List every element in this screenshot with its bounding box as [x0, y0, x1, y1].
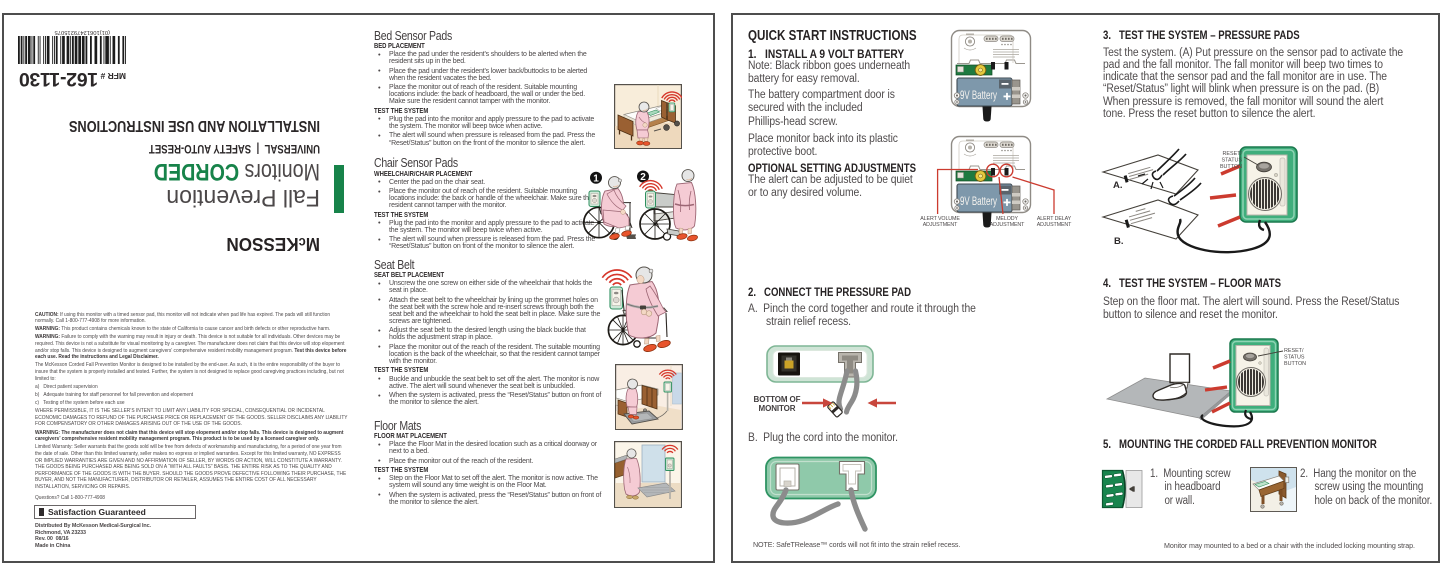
- svg-text:STATUS: STATUS: [1284, 355, 1305, 361]
- svg-text:B.: B.: [1114, 236, 1124, 247]
- svg-text:RESET/: RESET/: [1223, 151, 1243, 157]
- svg-text:STATUS: STATUS: [1222, 158, 1243, 164]
- svg-text:A.: A.: [1113, 180, 1123, 191]
- svg-text:1: 1: [593, 173, 599, 184]
- svg-text:2: 2: [640, 172, 646, 183]
- svg-text:9V Battery: 9V Battery: [960, 196, 997, 208]
- svg-text:BUTTON: BUTTON: [1284, 361, 1306, 367]
- svg-text:9V Battery: 9V Battery: [960, 90, 997, 102]
- svg-text:BUTTON: BUTTON: [1220, 164, 1242, 170]
- svg-text:RESET/: RESET/: [1284, 348, 1304, 354]
